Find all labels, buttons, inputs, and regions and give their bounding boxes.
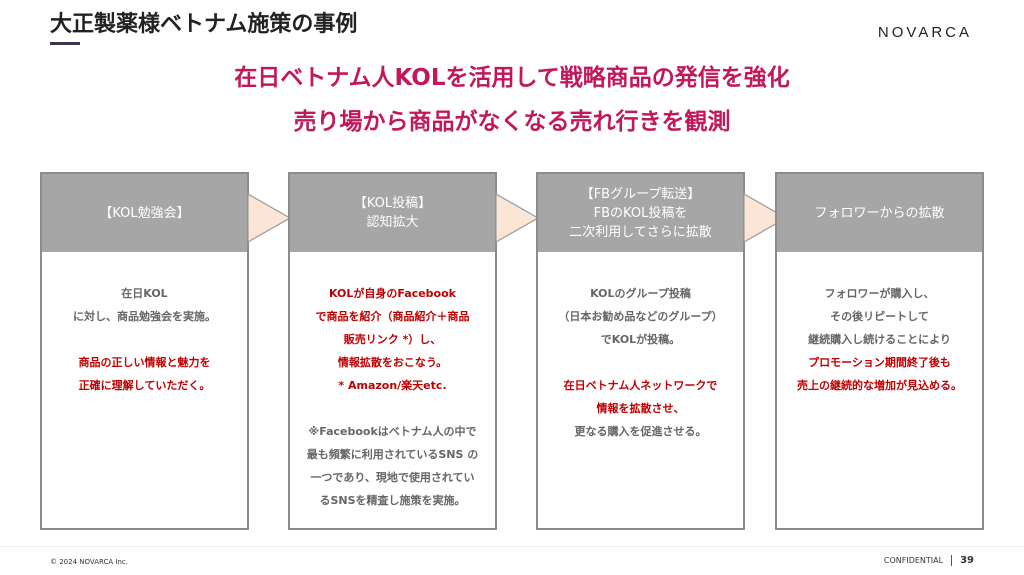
step-body-line: プロモーション期間終了後も [808, 356, 951, 369]
step-body-line: その後リピートして [830, 310, 929, 323]
page-number: 39 [960, 555, 974, 566]
step-body-line: 売上の継続的な増加が見込める。 [797, 379, 962, 392]
step-box: フォロワーからの拡散フォロワーが購入し、その後リピートして継続購入し続けることに… [775, 172, 984, 530]
step-body-line: で商品を紹介（商品紹介＋商品 [315, 310, 470, 323]
step-body-line: 最も頻繁に利用されているSNS の [306, 448, 479, 461]
step-header-line: 【KOL投稿】 [353, 196, 432, 211]
step-body-line: ※Facebookはベトナム人の中で [308, 425, 477, 438]
step-body-line: に対し、商品勉強会を実施。 [73, 310, 216, 323]
step-header-line: 【FBグループ転送】 [580, 186, 701, 202]
step-body-line [42, 328, 247, 351]
step-header-line: 二次利用してさらに拡散 [569, 224, 712, 240]
step-header: 【KOL投稿】認知拡大 [290, 174, 495, 252]
arrow-right-icon [495, 193, 539, 243]
step-body-line [290, 397, 495, 420]
footer-divider [0, 546, 1024, 547]
step-header: フォロワーからの拡散 [777, 174, 982, 252]
step-body-line: でKOLが投稿。 [600, 333, 681, 346]
step-header-line: フォロワーからの拡散 [814, 205, 945, 221]
step-header: 【KOL勉強会】 [42, 174, 247, 252]
step-header-line: FBのKOL投稿を [593, 205, 688, 221]
step-body-line: 販売リンク *）し、 [343, 333, 442, 346]
step-box: 【KOL投稿】認知拡大 KOLが自身のFacebook で商品を紹介（商品紹介＋商品… [288, 172, 497, 530]
step-body-line: 在日KOL [121, 287, 168, 300]
arrow-right-icon [247, 193, 291, 243]
step-body-line: 正確に理解していただく。 [78, 379, 211, 392]
page-title: 大正製薬様ベトナム施策の事例 [50, 12, 358, 37]
step-body-line: 継続購入し続けることにより [808, 333, 951, 346]
copyright: © 2024 NOVARCA Inc. [50, 558, 129, 566]
step-body: フォロワーが購入し、その後リピートして継続購入し続けることによりプロモーション期… [777, 252, 982, 397]
step-body-line: 情報を拡散させ、 [596, 402, 685, 415]
headline-2: 売り場から商品がなくなる売れ行きを観測 [293, 109, 731, 135]
step-body-line: 商品の正しい情報と魅力を [78, 356, 211, 369]
headline-1: 在日ベトナム人KOLを活用して戦略商品の発信を強化 [234, 65, 790, 91]
step-body-line: 更なる購入を促進させる。 [574, 425, 707, 438]
step-body-line: * Amazon/楽天etc. [338, 379, 447, 392]
step-body-line: （日本お勧め品などのグループ） [558, 310, 723, 323]
step-box: 【KOL勉強会】在日KOL に対し、商品勉強会を実施。商品の正しい情報と魅力を正確… [40, 172, 249, 530]
step-body: 在日KOL に対し、商品勉強会を実施。商品の正しい情報と魅力を正確に理解していただ… [42, 252, 247, 397]
step-body: KOLのグループ投稿 （日本お勧め品などのグループ） でKOLが投稿。在日ベトナム人… [538, 252, 743, 443]
step-header-line: 【KOL勉強会】 [99, 205, 190, 221]
title-underline [50, 42, 80, 45]
step-body-line [538, 351, 743, 374]
step-body-line: KOLが自身のFacebook [329, 287, 456, 300]
step-body-line: 情報拡散をおこなう。 [337, 356, 448, 369]
confidential-label: CONFIDENTIAL [883, 556, 944, 565]
step-body-line: 一つであり、現地で使用されてい [310, 471, 475, 484]
step-body: KOLが自身のFacebook で商品を紹介（商品紹介＋商品販売リンク *）し、情… [290, 252, 495, 512]
step-header-line: 認知拡大 [366, 215, 419, 230]
step-body-line: 在日ベトナム人ネットワークで [563, 379, 718, 392]
footer-right: CONFIDENTIAL 39 [884, 555, 974, 566]
step-body-line: KOLのグループ投稿 [590, 287, 691, 300]
step-box: 【FBグループ転送】 FBのKOL投稿を二次利用してさらに拡散 KOLのグループ投稿… [536, 172, 745, 530]
footer-separator [951, 555, 953, 566]
arrow-right-icon [743, 193, 787, 243]
step-body-line: フォロワーが購入し、 [824, 287, 935, 300]
novarca-logo: NOVARCA [877, 24, 972, 41]
step-body-line: るSNSを精査し施策を実施。 [319, 494, 466, 507]
step-header: 【FBグループ転送】 FBのKOL投稿を二次利用してさらに拡散 [538, 174, 743, 252]
